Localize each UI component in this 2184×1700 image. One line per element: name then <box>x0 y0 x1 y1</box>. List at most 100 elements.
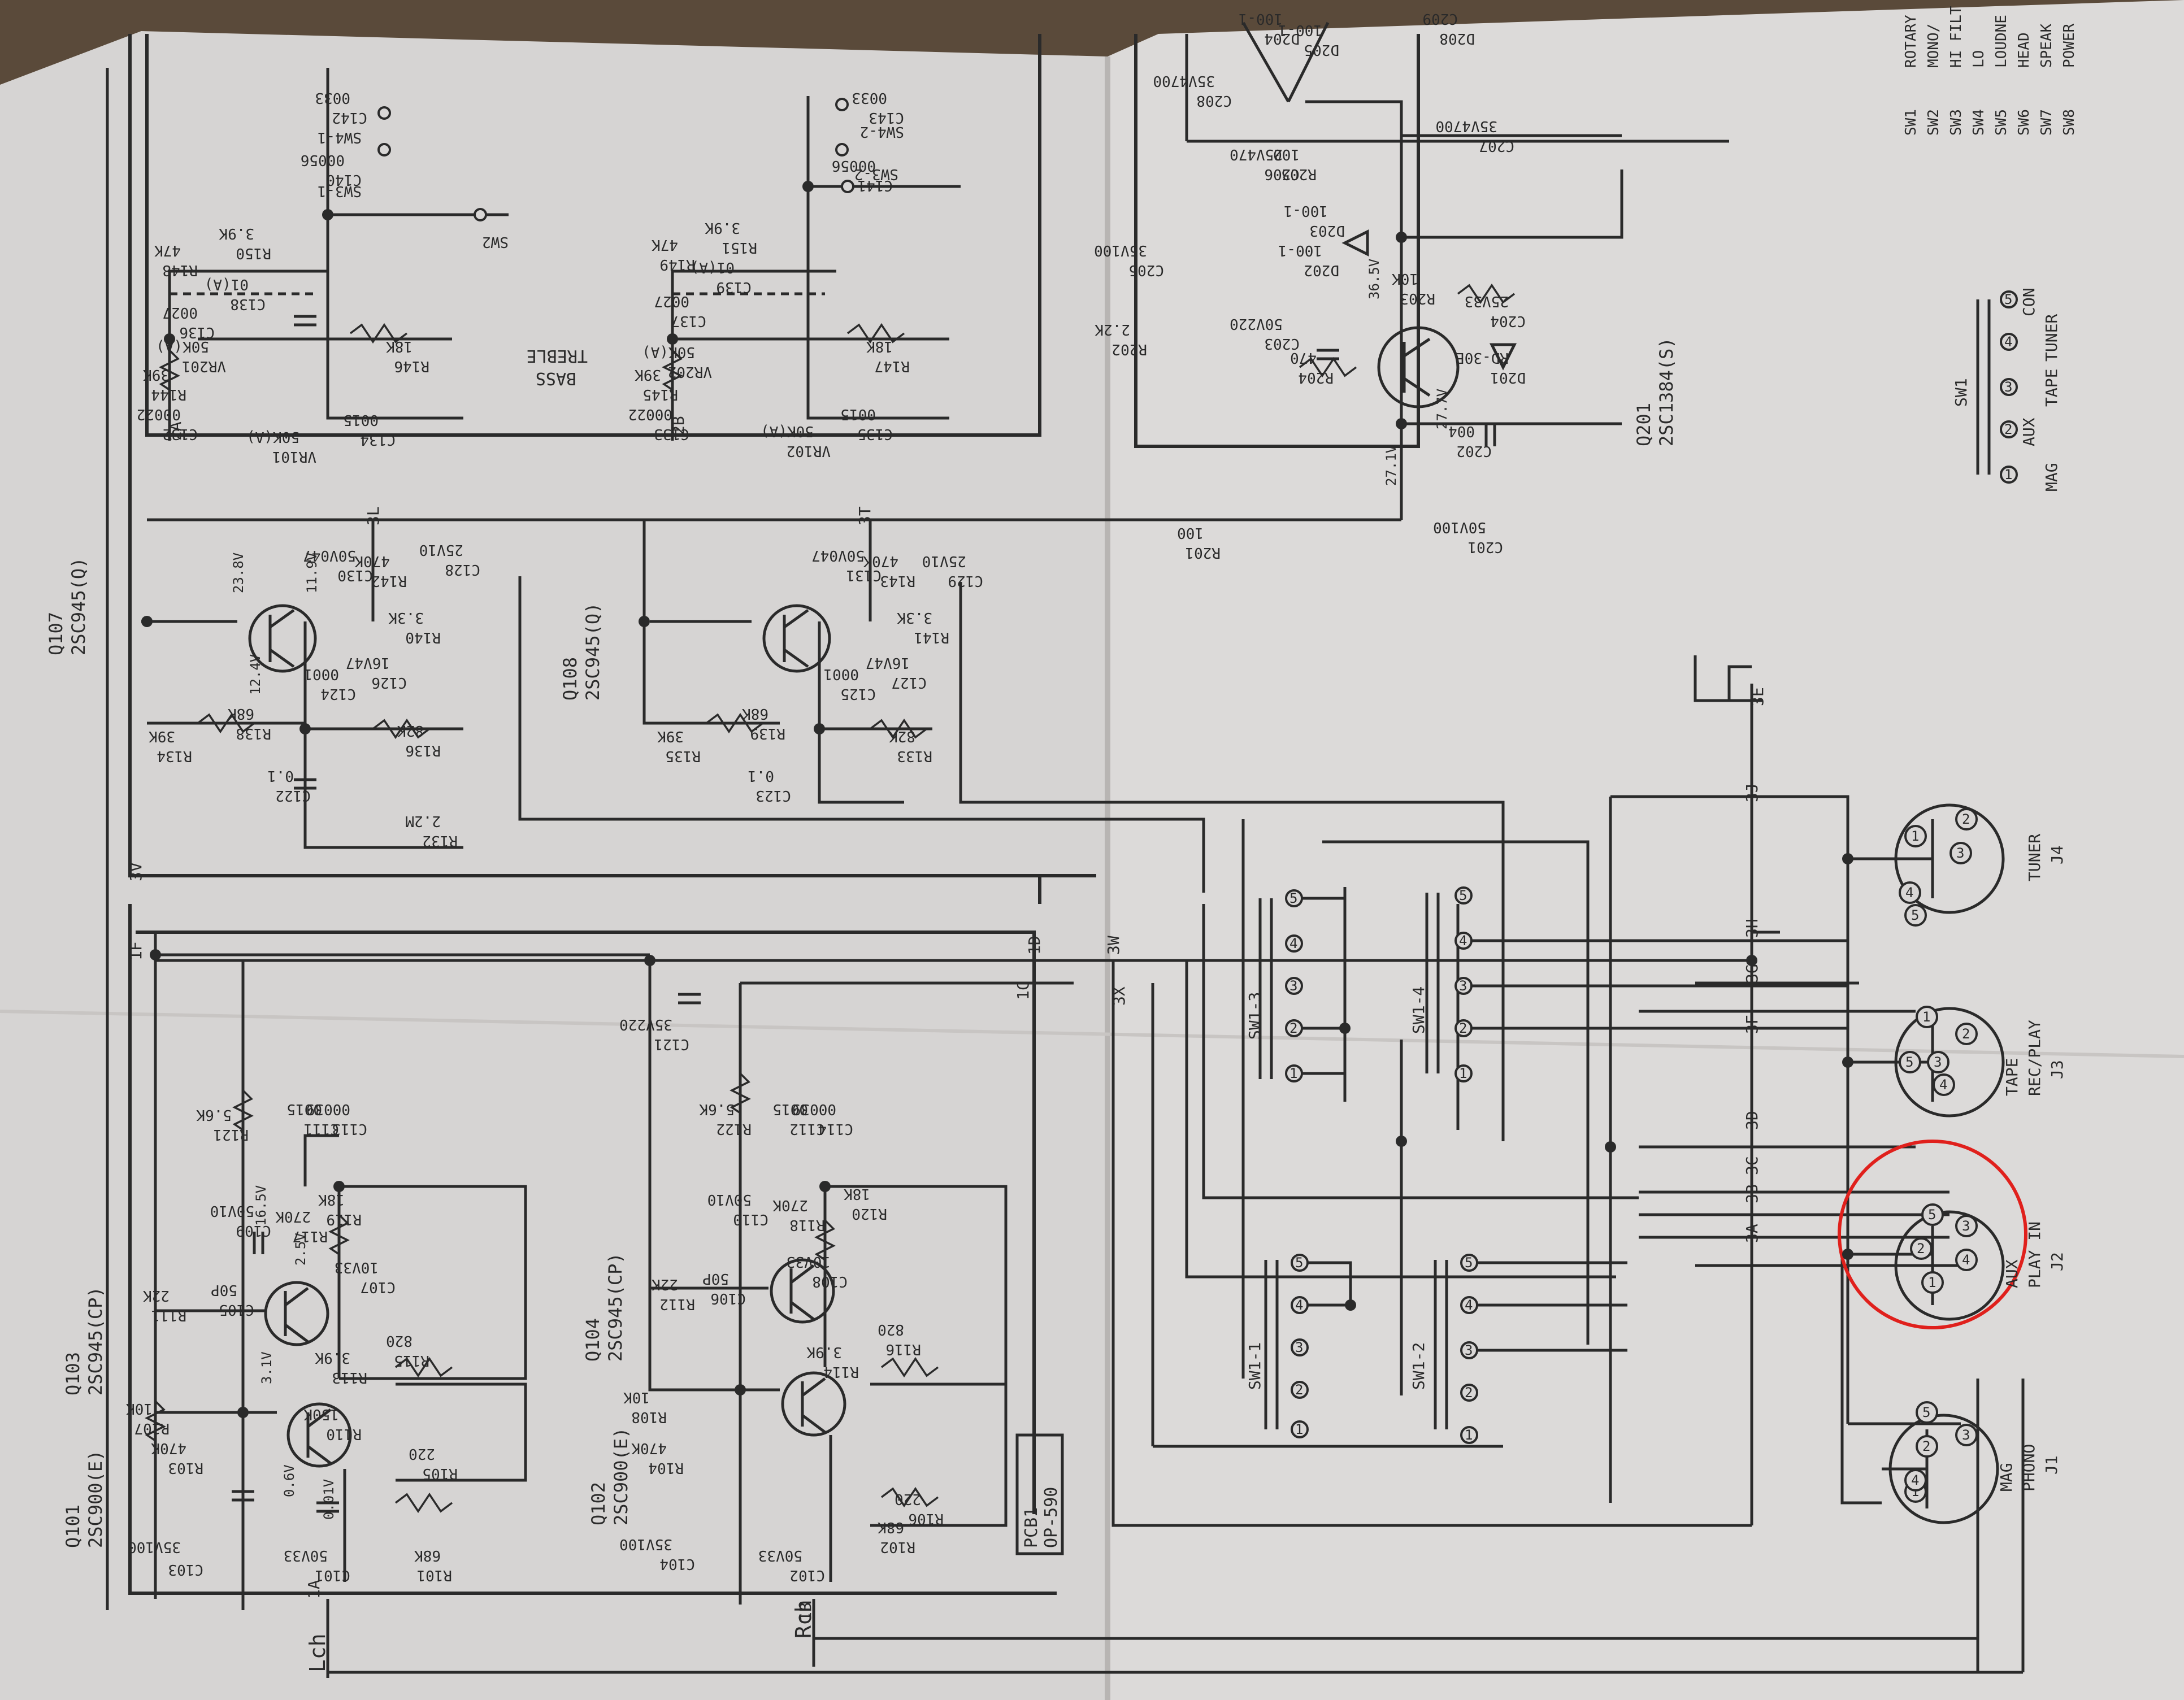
component-label-94: C122 <box>275 787 311 804</box>
legend-name-SW2: MONO/ <box>1925 24 1942 68</box>
jack-pin-J1-4 <box>1904 1469 1927 1492</box>
component-label-181: 100 <box>1273 146 1300 163</box>
paper-right-page <box>1108 0 2184 1700</box>
component-label-72: R132 <box>422 832 458 849</box>
contact-sw1-1-3: 3 <box>1295 1340 1303 1355</box>
component-label-150: R150 <box>236 245 271 262</box>
component-label-15: 470K <box>631 1440 667 1456</box>
q108-ref: Q108 <box>559 657 581 701</box>
component-label-71: 35V220 <box>619 1016 672 1033</box>
q101-part: 2SC900(E) <box>85 1450 106 1548</box>
component-label-36: R116 <box>885 1341 921 1358</box>
component-label-74: R134 <box>157 747 192 764</box>
sw4-1-label: SW4-1 <box>318 129 362 146</box>
selector-ref: SW1 <box>1952 378 1970 407</box>
component-label-8: C103 <box>168 1561 203 1578</box>
legend-ref-SW1: SW1 <box>1903 109 1920 136</box>
connector-node-3F: 3F <box>1743 1015 1761 1034</box>
component-label-82: R138 <box>236 725 271 742</box>
jack-pin-J4-2 <box>1955 808 1978 831</box>
q201-ref: Q201 <box>1633 403 1655 446</box>
component-label-177: 10K <box>1392 270 1418 287</box>
component-label-194: D204 <box>1264 30 1300 47</box>
q102-ref: Q102 <box>588 1482 609 1525</box>
component-label-38: R117 <box>292 1228 328 1245</box>
component-label-0: R101 <box>416 1567 452 1584</box>
jack-pin-num-J4-5: 5 <box>1911 907 1919 923</box>
component-label-158: C142 <box>332 109 367 126</box>
component-label-163: 100 <box>1177 524 1204 541</box>
contact-sw1-1-1: 1 <box>1295 1421 1303 1437</box>
component-label-116: R145 <box>642 386 678 403</box>
jack-pin-num-J2-1: 1 <box>1928 1275 1936 1290</box>
component-label-97: 0.1 <box>748 767 774 784</box>
component-label-107: 25V10 <box>419 541 463 558</box>
paper-left-page <box>0 31 1108 1700</box>
component-label-134: C134 <box>360 431 396 448</box>
jack-ref-J4: J4 <box>2048 845 2066 864</box>
component-label-143: 01(A) <box>205 276 249 293</box>
jack-name-J4-0: TUNER <box>2025 834 2044 881</box>
component-label-81: 82K <box>889 728 915 745</box>
component-label-7: 50V33 <box>758 1547 802 1564</box>
component-label-118: R146 <box>394 358 429 375</box>
component-label-105: 16V47 <box>866 654 910 671</box>
contact-sw1-4-3: 3 <box>1459 978 1467 994</box>
component-label-51: 50P <box>211 1281 237 1298</box>
jack-name-J3-0: TAPE <box>2003 1058 2021 1096</box>
contact-sw1-3-1: 1 <box>1289 1066 1297 1081</box>
legend-ref-SW5: SW5 <box>1993 109 2010 136</box>
horizontal-fold <box>0 1010 2184 1058</box>
connector-node-3D: 3D <box>1743 1111 1761 1130</box>
component-label-80: R133 <box>897 747 932 764</box>
component-label-114: R144 <box>151 386 186 403</box>
component-label-47: 5.6K <box>196 1106 232 1123</box>
component-label-22: R108 <box>631 1408 667 1425</box>
component-label-142: C138 <box>230 295 266 312</box>
connector-node-2B: 2B <box>669 416 688 435</box>
component-label-75: 39K <box>149 728 175 745</box>
component-label-65: 0015 <box>772 1101 808 1118</box>
component-label-182: C204 <box>1490 312 1526 329</box>
component-label-166: C202 <box>1456 442 1492 459</box>
component-label-13: 470K <box>151 1440 186 1456</box>
jack-pin-num-J2-2: 2 <box>1917 1241 1925 1256</box>
contact-selector-4: 4 <box>2004 334 2012 350</box>
component-label-62: C111 <box>303 1120 339 1137</box>
component-label-178: R204 <box>1298 369 1334 386</box>
component-label-109: 25V10 <box>922 553 966 569</box>
contact-selector-1: 1 <box>2004 467 2012 482</box>
component-label-14: R104 <box>648 1459 684 1476</box>
component-label-179: 470 <box>1290 349 1317 366</box>
component-label-133: 00022 <box>628 406 672 423</box>
component-label-39: 270K <box>275 1208 311 1225</box>
component-label-32: R114 <box>823 1363 859 1380</box>
component-label-28: R112 <box>659 1295 695 1312</box>
jack-pin-J2-5 <box>1921 1203 1944 1226</box>
component-label-148: R149 <box>659 256 695 273</box>
contact-sw1-2-5: 5 <box>1465 1255 1473 1271</box>
component-label-91: 470K <box>354 553 390 569</box>
contact-sw1-3-3: 3 <box>1289 978 1297 994</box>
legend-ref-SW3: SW3 <box>1948 109 1965 136</box>
aux-jack-highlight <box>1838 1140 2027 1329</box>
component-label-191: 100-1 <box>1278 242 1322 259</box>
jack-pin-num-J1-5: 5 <box>1922 1405 1930 1420</box>
jack-pin-num-J4-3: 3 <box>1956 845 1964 861</box>
q104-ref: Q104 <box>582 1318 603 1362</box>
component-label-168: R202 <box>1111 341 1147 358</box>
contact-selector-5: 5 <box>2004 292 2012 307</box>
component-label-144: C139 <box>716 279 752 295</box>
component-label-88: R141 <box>914 629 949 646</box>
legend-ref-SW8: SW8 <box>2061 109 2078 136</box>
component-label-108: C129 <box>948 572 983 589</box>
contact-sw1-3-2: 2 <box>1289 1020 1297 1036</box>
legend-name-SW1: ROTARY <box>1903 15 1920 68</box>
component-label-164: C201 <box>1467 538 1503 555</box>
component-label-43: 18K <box>318 1191 345 1208</box>
legend-name-SW4: LO <box>1970 50 1987 68</box>
component-label-112: C131 <box>846 567 882 584</box>
legend-ref-SW4: SW4 <box>1970 109 1987 136</box>
component-label-12: R103 <box>168 1459 203 1476</box>
component-label-23: 10K <box>623 1389 650 1406</box>
